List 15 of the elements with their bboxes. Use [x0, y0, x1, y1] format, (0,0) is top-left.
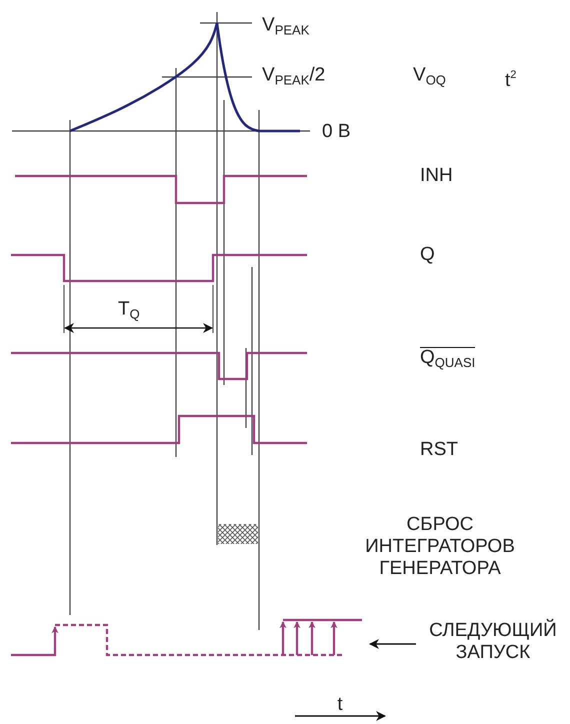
text-label: V$_{PEAK}$: [262, 14, 310, 40]
text-label: INH: [420, 165, 453, 187]
text-label: Q$_{QUASI}$: [420, 347, 476, 373]
trigger-waveform: [11, 618, 362, 656]
text-label: 0 В: [322, 121, 351, 143]
text-label: T$_{Q}$: [118, 298, 140, 324]
text-label: Q: [420, 244, 435, 266]
text-label: СБРОС ИНТЕГРАТОРОВ ГЕНЕРАТОРА: [364, 514, 516, 580]
text-label: СЛЕДУЮЩИЙ ЗАПУСК: [418, 620, 568, 664]
text-label: V$_{PEAK}$/2: [262, 64, 326, 90]
text-label: V$_{OQ}$: [413, 64, 446, 90]
text-label: t$^{2}$: [505, 68, 516, 92]
text-label: t: [336, 694, 344, 716]
text-label: RST: [420, 439, 458, 461]
arrow: [369, 639, 416, 649]
